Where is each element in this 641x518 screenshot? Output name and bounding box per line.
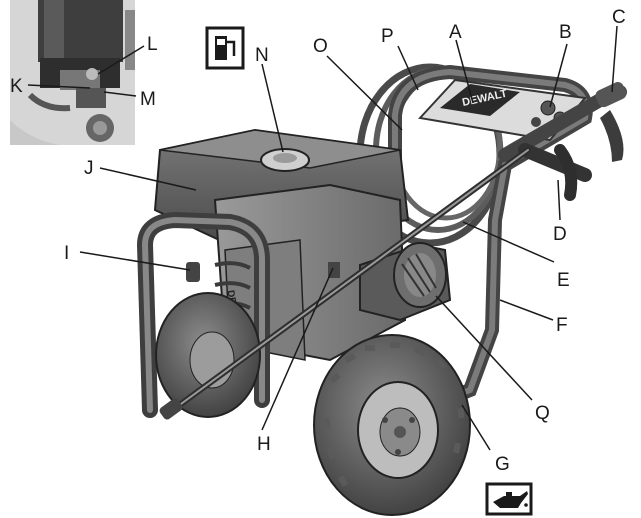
leader-lines [27,25,618,451]
label-m: M [140,89,156,110]
label-p: P [381,26,394,47]
label-k: K [10,76,23,97]
label-d: D [553,224,567,245]
label-c: C [612,7,626,28]
callout-labels: A B C D E F G H I J K L M N O P Q [10,7,626,475]
label-a: A [449,22,462,43]
label-q: Q [535,403,550,424]
label-f: F [556,315,568,336]
gauge-knob-icon [540,100,556,116]
label-l: L [147,34,158,55]
inset-detail-photo [10,0,135,145]
spray-wand [159,147,531,420]
frame-handle [388,64,593,417]
label-e: E [557,270,570,291]
label-n: N [255,45,269,66]
label-h: H [257,434,271,455]
front-roll-bar [136,211,270,418]
label-g: G [495,454,510,475]
pump [359,242,452,322]
label-b: B [559,22,572,43]
front-wheel [313,334,471,516]
spray-gun [498,82,627,201]
label-j: J [84,158,94,179]
label-o: O [313,36,328,57]
label-i: I [64,243,69,264]
oil-can-icon [485,482,533,516]
fuel-pump-icon [205,26,245,70]
